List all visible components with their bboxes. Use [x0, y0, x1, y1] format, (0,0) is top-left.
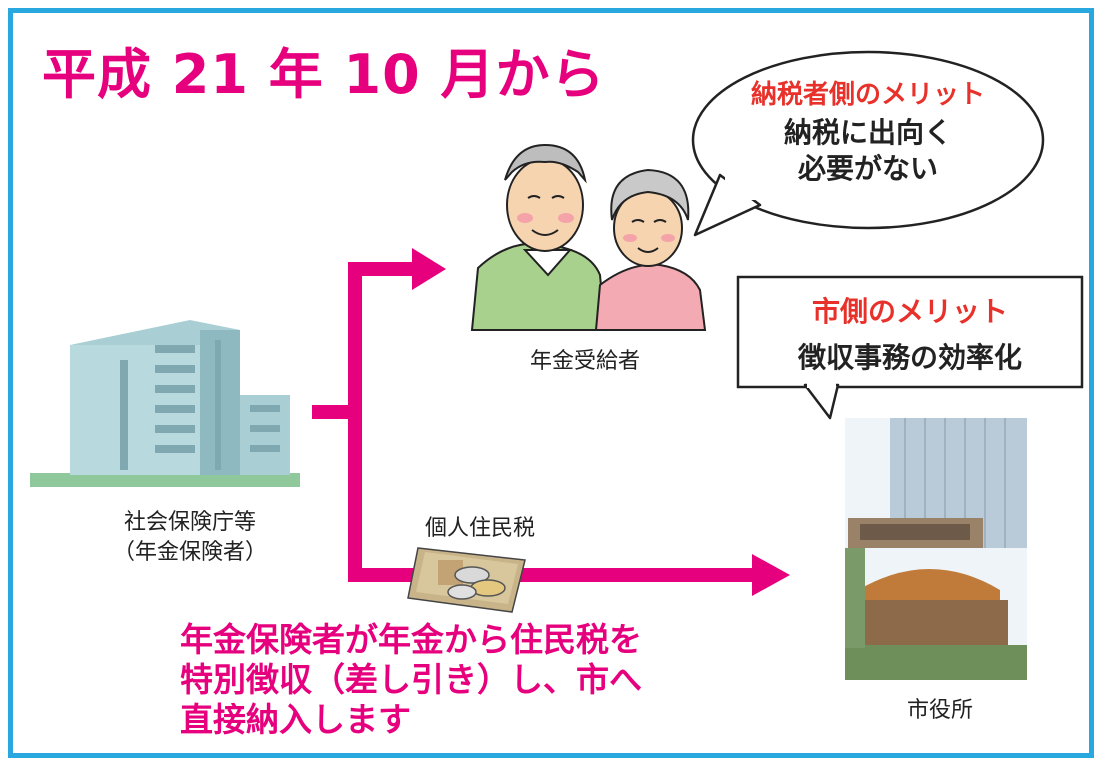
bottom-note-line3: 直接納入します: [180, 700, 411, 739]
city-hall-photo: [845, 418, 1027, 680]
taxpayer-merit-text: 納税者側のメリット 納税に出向く 必要がない: [718, 74, 1018, 187]
city-merit-line1: 徴収事務の効率化: [797, 341, 1022, 374]
taxpayer-merit-heading: 納税者側のメリット: [750, 80, 985, 110]
agency-label: 社会保険庁等 （年金保険者）: [60, 508, 320, 568]
page-title: 平成 21 年 10 月から: [42, 43, 606, 106]
bottom-note-line1: 年金保険者が年金から住民税を: [180, 620, 642, 659]
money-icon: [407, 547, 526, 613]
bottom-note-line2: 特別徴収（差し引き）し、市へ: [180, 660, 642, 699]
agency-building-icon: [30, 320, 300, 487]
city-merit-bubble: [736, 275, 1084, 420]
pension-recipients-label: 年金受給者: [529, 349, 640, 374]
agency-label-line1: 社会保険庁等: [123, 510, 256, 535]
city-merit-text: 市側のメリット 徴収事務の効率化: [745, 290, 1075, 376]
bottom-note: 年金保険者が年金から住民税を 特別徴収（差し引き）し、市へ 直接納入します: [180, 620, 800, 740]
city-hall-label: 市役所: [906, 698, 973, 723]
taxpayer-merit-line2: 必要がない: [797, 152, 938, 185]
taxpayer-merit-bubble: [691, 50, 1045, 237]
pension-recipients-icon: [470, 143, 707, 331]
resident-tax-label: 個人住民税: [424, 516, 535, 541]
agency-label-line2: （年金保険者）: [112, 540, 267, 565]
taxpayer-merit-line1: 納税に出向く: [783, 116, 952, 149]
city-merit-heading: 市側のメリット: [811, 295, 1008, 328]
